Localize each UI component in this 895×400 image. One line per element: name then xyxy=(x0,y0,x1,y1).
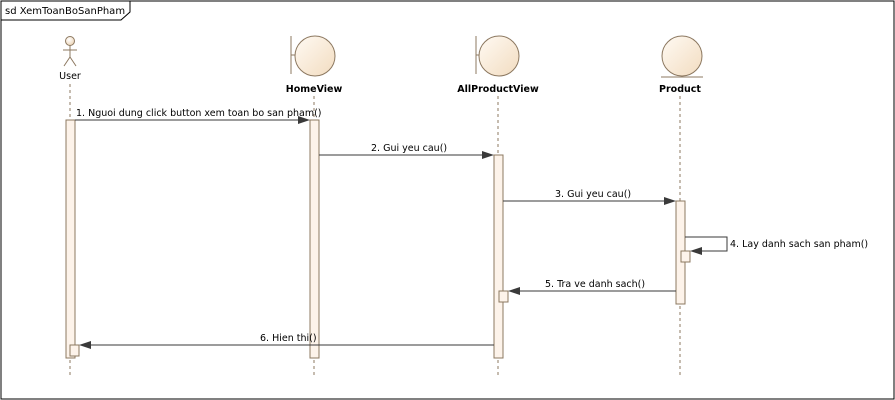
message-label: 5. Tra ve danh sach() xyxy=(545,279,645,290)
arrowhead-icon xyxy=(664,197,676,205)
arrowhead-icon xyxy=(690,247,702,255)
message-2[interactable]: 2. Gui yeu cau() xyxy=(319,143,494,159)
message-label: 4. Lay danh sach san pham() xyxy=(730,239,868,250)
message-line xyxy=(685,236,728,252)
activation-user[interactable] xyxy=(65,119,76,359)
message-5[interactable]: 5. Tra ve danh sach() xyxy=(508,279,676,295)
boundary-icon xyxy=(475,35,520,77)
lifeline-product[interactable]: Product xyxy=(659,35,703,95)
arrowhead-icon xyxy=(298,116,310,124)
entity-icon xyxy=(661,35,703,78)
arrowhead-icon xyxy=(508,287,520,295)
frame-label: sd XemToanBoSanPham xyxy=(5,6,125,17)
lifeline-allproductview[interactable]: AllProductView xyxy=(457,35,539,95)
actor-icon xyxy=(63,36,77,67)
message-label: 2. Gui yeu cau() xyxy=(371,143,447,154)
lifeline-user[interactable]: User xyxy=(59,36,81,83)
lifeline-name-homeview: HomeView xyxy=(286,84,343,95)
lifeline-name-product: Product xyxy=(659,84,701,95)
activation-product-self[interactable] xyxy=(680,250,691,263)
message-4[interactable]: 4. Lay danh sach san pham() xyxy=(685,236,868,255)
message-1[interactable]: 1. Nguoi dung click button xem toan bo s… xyxy=(75,108,322,124)
activation-allproductview-return[interactable] xyxy=(498,290,509,303)
lifeline-name-user: User xyxy=(59,71,81,82)
message-6[interactable]: 6. Hien thi() xyxy=(79,333,494,349)
arrowhead-icon xyxy=(482,151,494,159)
activation-homeview[interactable] xyxy=(309,119,320,359)
message-label: 6. Hien thi() xyxy=(260,333,317,344)
frame-label-tab xyxy=(0,0,131,21)
message-3[interactable]: 3. Gui yeu cau() xyxy=(503,189,676,205)
message-label: 3. Gui yeu cau() xyxy=(555,189,631,200)
lifeline-homeview[interactable]: HomeView xyxy=(286,35,343,95)
arrowhead-icon xyxy=(79,341,91,349)
messages: 1. Nguoi dung click button xem toan bo s… xyxy=(75,108,868,349)
lifeline-name-allproductview: AllProductView xyxy=(457,84,539,95)
boundary-icon xyxy=(290,35,336,77)
activations xyxy=(65,119,691,359)
activation-user-return[interactable] xyxy=(69,344,80,357)
message-label: 1. Nguoi dung click button xem toan bo s… xyxy=(76,108,322,119)
activation-allproductview[interactable] xyxy=(493,154,504,359)
